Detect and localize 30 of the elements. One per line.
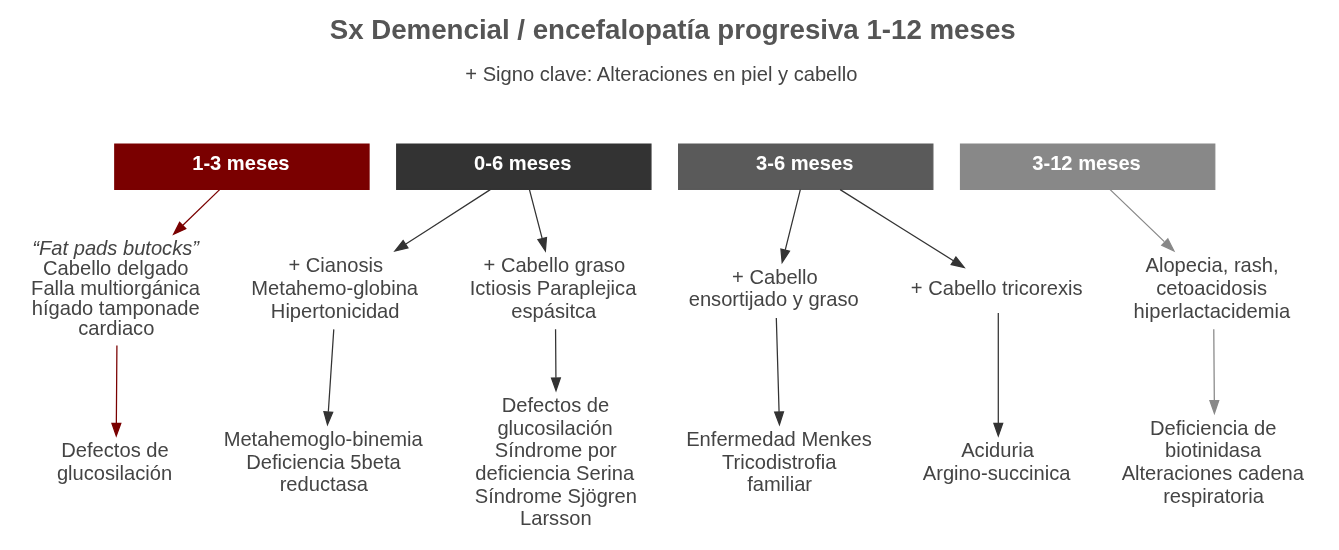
node-text: + Cabello graso Ictiosis Paraplejica espásitca	[469, 254, 637, 322]
node-text: Defectos de glucosilación	[56, 439, 173, 484]
arrow	[172, 189, 221, 236]
arrow	[773, 317, 785, 427]
arrow	[393, 189, 491, 253]
arrow	[839, 189, 966, 269]
arrow	[780, 189, 801, 265]
arrow	[1109, 189, 1176, 253]
node-box: 0-6 meses	[396, 143, 652, 191]
node-text: “Fat pads butocks” Cabello delgado Falla multiorgánica hígado tamponade cardiaco	[31, 236, 201, 340]
arrow	[528, 189, 548, 253]
node-box: 3-6 meses	[678, 143, 934, 191]
arrow	[993, 312, 1004, 438]
node-text: Metahemoglo-binemia Deficiencia 5beta reductasa	[223, 427, 423, 496]
node-text: Aciduria Argino-succinica	[922, 439, 1071, 484]
node-text: Enfermedad Menkes Tricodistrofia familiar	[686, 427, 872, 496]
arrow	[323, 328, 335, 427]
node-text: Alopecia, rash, cetoacidosis hiperlactacidemia	[1133, 254, 1291, 322]
node-text: + Cabello tricorexis	[910, 276, 1083, 299]
label: + Signo clave: Alteraciones en piel y cabello	[465, 62, 858, 85]
node-text: + Cianosis Metahemo-globina Hipertonicidad	[251, 254, 419, 322]
diagram-title: Sx Demencial / encefalopatía progresiva 1-12 meses	[329, 14, 1016, 46]
node-box: 3-12 meses	[959, 143, 1216, 191]
arrow	[1209, 328, 1220, 416]
node-text: Defectos de glucosilación Síndrome por deficiencia Serina Síndrome Sjögren Larsson	[474, 393, 637, 530]
node-text: + Cabello ensortijado y graso	[688, 265, 859, 311]
arrow	[550, 328, 562, 393]
arrow	[111, 344, 122, 438]
node-text: Deficiencia de biotinidasa Alteraciones cadena respiratoria	[1121, 416, 1305, 507]
node-box: 1-3 meses	[114, 143, 370, 191]
